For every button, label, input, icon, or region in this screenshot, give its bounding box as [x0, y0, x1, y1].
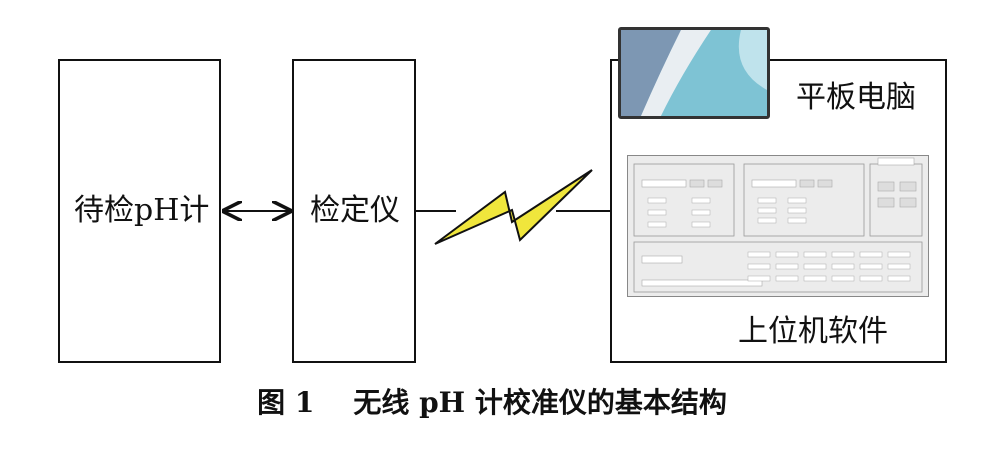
software-ui-thumbnail — [633, 157, 923, 293]
figure-caption: 图 1 无线 pH 计校准仪的基本结构 — [257, 386, 727, 419]
ph-meter-box: 待检pH计 — [58, 59, 221, 363]
software-screenshot — [627, 155, 929, 297]
tablet-label: 平板电脑 — [796, 80, 916, 115]
ph-meter-label: 待检pH计 — [74, 193, 210, 228]
calibrator-box: 检定仪 — [292, 59, 416, 363]
calibrator-label: 检定仪 — [310, 193, 400, 228]
wireless-lightning-icon — [434, 169, 593, 245]
software-label: 上位机软件 — [738, 314, 888, 349]
tablet-wallpaper-icon — [621, 30, 767, 116]
tablet-photo — [618, 27, 770, 119]
